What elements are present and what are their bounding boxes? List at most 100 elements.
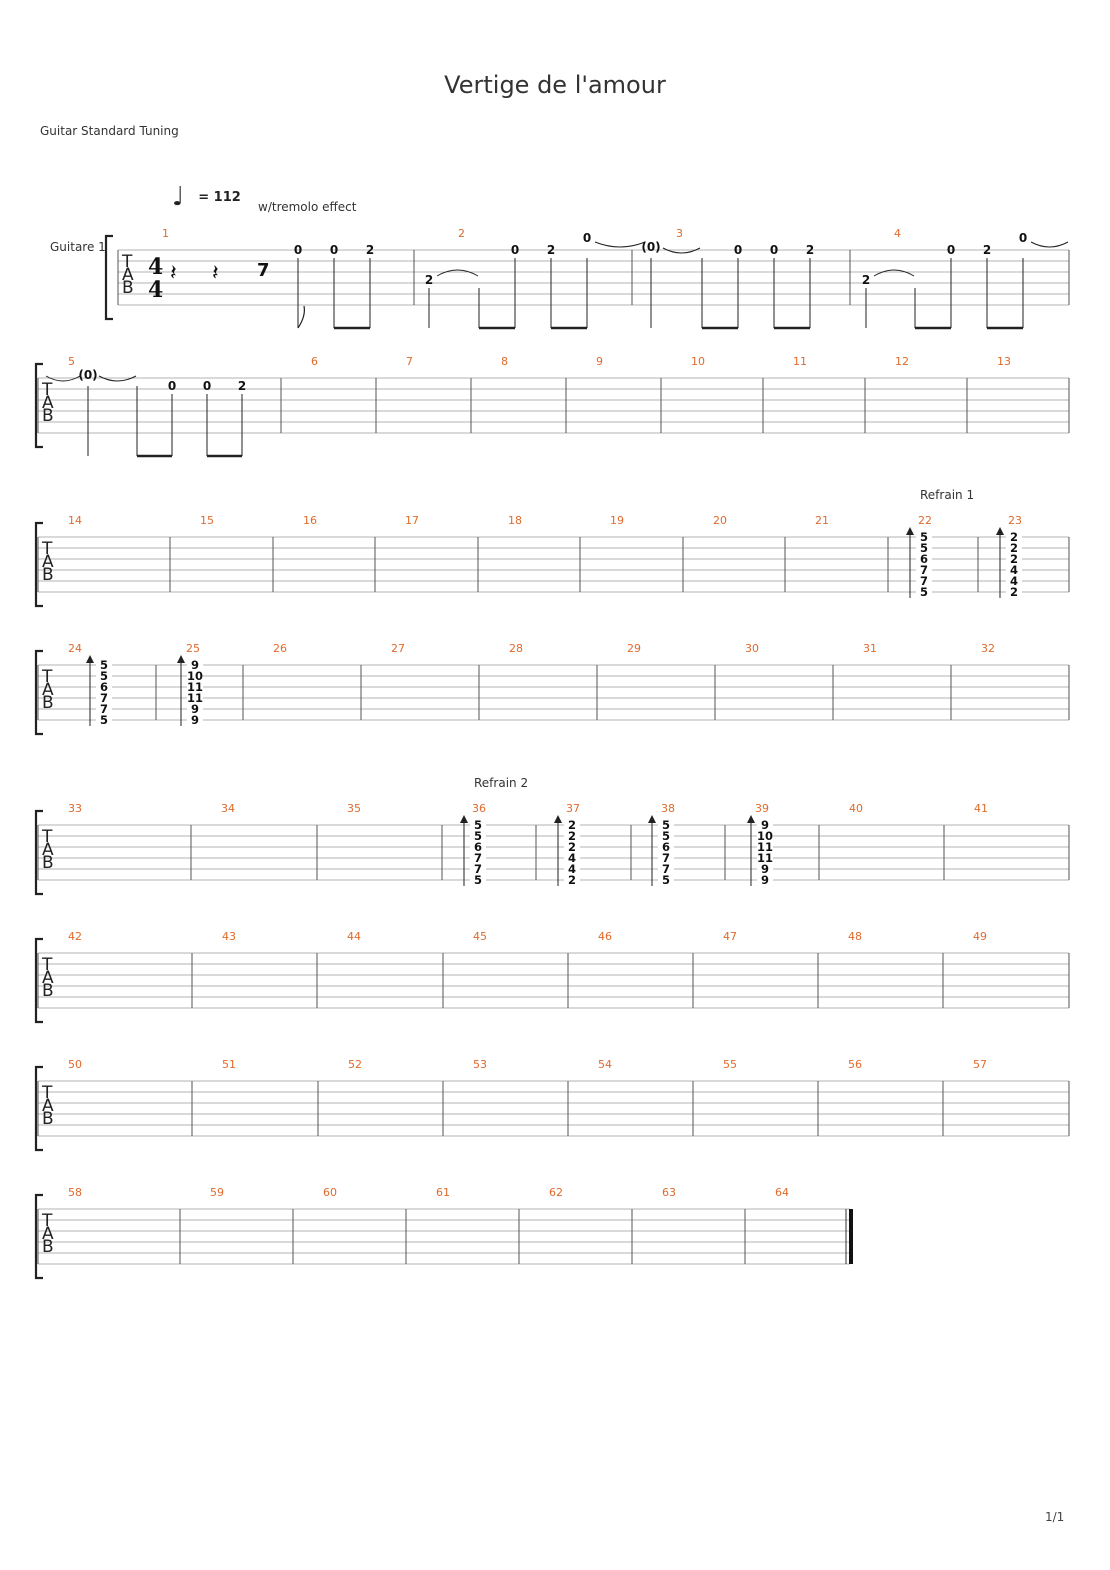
system-bracket [34, 1193, 43, 1280]
measure-number: 18 [508, 514, 522, 527]
tie-arc [436, 269, 479, 277]
fret-background [1006, 575, 1022, 586]
fret-background [470, 852, 486, 863]
measure-number: 59 [210, 1186, 224, 1199]
fret-background [96, 659, 112, 670]
fret-number: 0 [330, 243, 338, 257]
system-bracket [34, 362, 43, 449]
chord-fret-number: 5 [920, 541, 928, 555]
measure-number: 34 [221, 802, 235, 815]
chord-fret-number: 2 [568, 829, 576, 843]
tab-clef-letter: B [42, 406, 54, 426]
fret-background [470, 819, 486, 830]
fret-number: 2 [366, 243, 374, 257]
fret-number: 2 [806, 243, 814, 257]
chord-fret-number: 7 [474, 851, 482, 865]
fret-background [564, 830, 580, 841]
fret-background [757, 830, 773, 841]
tab-clef-letter: B [42, 853, 54, 873]
chord-fret-number: 2 [568, 818, 576, 832]
tab-clef-letter: B [122, 278, 134, 298]
strum-arrow-head-icon [648, 815, 656, 823]
measure-number: 40 [849, 802, 863, 815]
measure-number: 61 [436, 1186, 450, 1199]
fret-background [564, 874, 580, 885]
tab-clef-letter: T [41, 827, 53, 847]
measure-number: 62 [549, 1186, 563, 1199]
chord-fret-number: 7 [100, 702, 108, 716]
tab-clef-letter: A [42, 393, 54, 413]
chord-fret-number: 2 [1010, 552, 1018, 566]
tempo-marking: ♩ = 112 [172, 178, 241, 212]
chord-fret-number: 5 [474, 829, 482, 843]
tab-clef-letter: B [42, 1237, 54, 1257]
tab-clef-letter: A [122, 265, 134, 285]
measure-number: 4 [894, 227, 901, 240]
section-marker-refrain-2: Refrain 2 [474, 776, 528, 790]
eighth-flag [297, 305, 305, 329]
measure-number: 35 [347, 802, 361, 815]
fret-background [757, 852, 773, 863]
fret-background [916, 586, 932, 597]
measure-number: 48 [848, 930, 862, 943]
fret-number: 0 [734, 243, 742, 257]
measure-number: 36 [472, 802, 486, 815]
chord-fret-number: 11 [757, 840, 773, 854]
tab-clef-letter: T [41, 1211, 53, 1231]
fret-background [96, 681, 112, 692]
tab-clef-letter: B [42, 1109, 54, 1129]
time-signature-top: 4 [148, 254, 163, 280]
tab-clef-letter: A [42, 968, 54, 988]
measure-number: 41 [974, 802, 988, 815]
fret-number: 0 [770, 243, 778, 257]
tab-clef-letter: B [42, 981, 54, 1001]
chord-fret-number: 9 [191, 702, 199, 716]
quarter-rest-icon: 𝄽 [170, 261, 177, 286]
chord-fret-number: 6 [100, 680, 108, 694]
fret-background [916, 553, 932, 564]
measure-number: 25 [186, 642, 200, 655]
fret-background [757, 819, 773, 830]
measure-number: 56 [848, 1058, 862, 1071]
fret-background [470, 863, 486, 874]
fret-background [187, 681, 203, 692]
tab-clef-letter: B [42, 693, 54, 713]
fret-background [658, 863, 674, 874]
measure-number: 54 [598, 1058, 612, 1071]
measure-number: 15 [200, 514, 214, 527]
strum-arrow-head-icon [86, 655, 94, 663]
strum-arrow-head-icon [177, 655, 185, 663]
measure-number: 13 [997, 355, 1011, 368]
measure-number: 22 [918, 514, 932, 527]
fret-number: 2 [238, 379, 246, 393]
fret-number: 0 [1019, 231, 1027, 245]
chord-fret-number: 9 [761, 873, 769, 887]
fret-background [96, 703, 112, 714]
chord-fret-number: 7 [920, 563, 928, 577]
fret-background [187, 670, 203, 681]
chord-fret-number: 4 [1010, 574, 1018, 588]
system-bracket [34, 521, 43, 608]
chord-fret-number: 5 [662, 829, 670, 843]
fret-background [658, 830, 674, 841]
quarter-note-icon: ♩ [172, 182, 185, 212]
chord-fret-number: 4 [568, 851, 576, 865]
measure-number: 43 [222, 930, 236, 943]
measure-number: 1 [162, 227, 169, 240]
chord-fret-number: 7 [100, 691, 108, 705]
measure-number: 32 [981, 642, 995, 655]
fret-background [916, 531, 932, 542]
tie-arc [98, 375, 137, 382]
fret-background [187, 692, 203, 703]
fret-background [96, 692, 112, 703]
fret-background [96, 714, 112, 725]
tempo-value: = 112 [198, 190, 241, 205]
measure-number: 31 [863, 642, 877, 655]
chord-fret-number: 5 [100, 669, 108, 683]
chord-fret-number: 5 [920, 585, 928, 599]
tab-clef-letter: T [41, 955, 53, 975]
fret-background [470, 830, 486, 841]
tie-arc [873, 269, 915, 277]
tab-clef-letter: A [42, 840, 54, 860]
